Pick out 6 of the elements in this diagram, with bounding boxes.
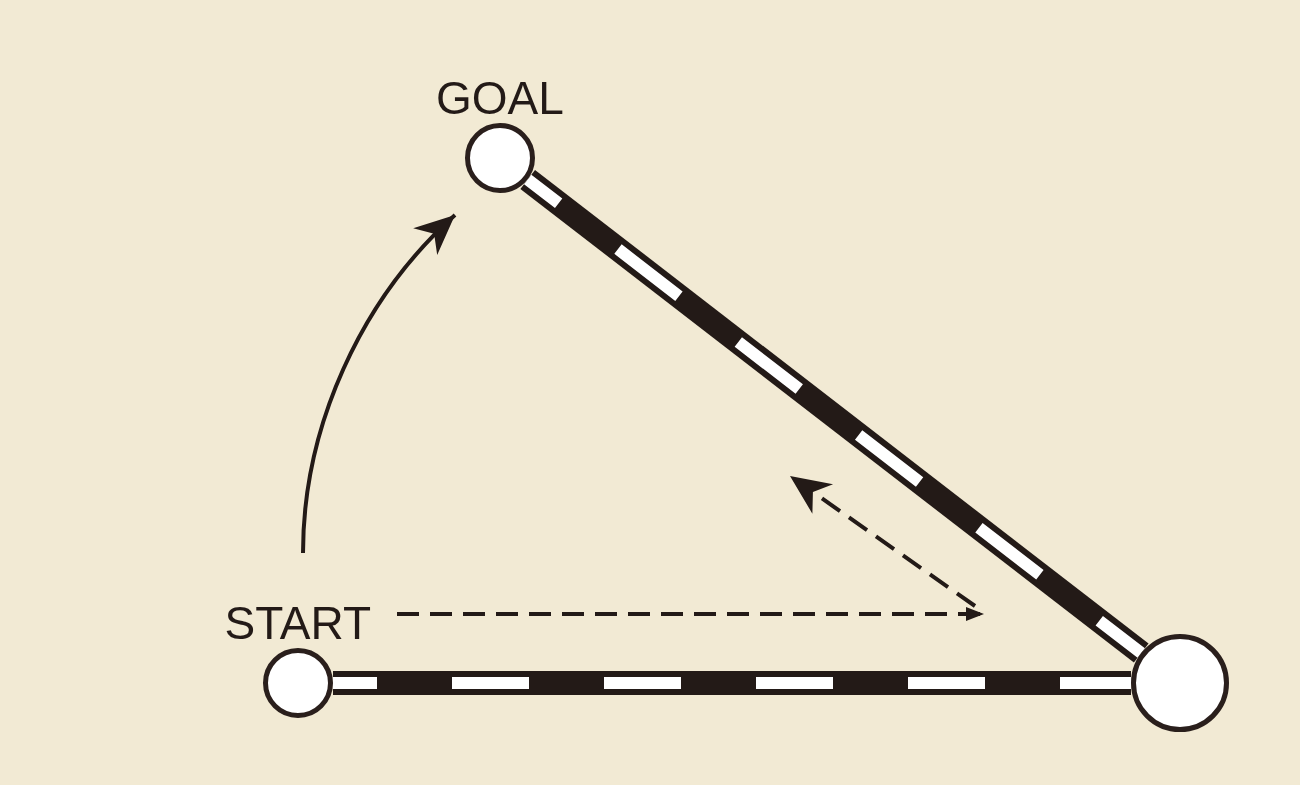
railway-track (520, 169, 1149, 663)
station-label: GOAL (436, 75, 564, 121)
arrow (301, 213, 457, 554)
railway-track (333, 671, 1131, 695)
station-label: START (224, 600, 372, 646)
arrow (397, 607, 984, 621)
